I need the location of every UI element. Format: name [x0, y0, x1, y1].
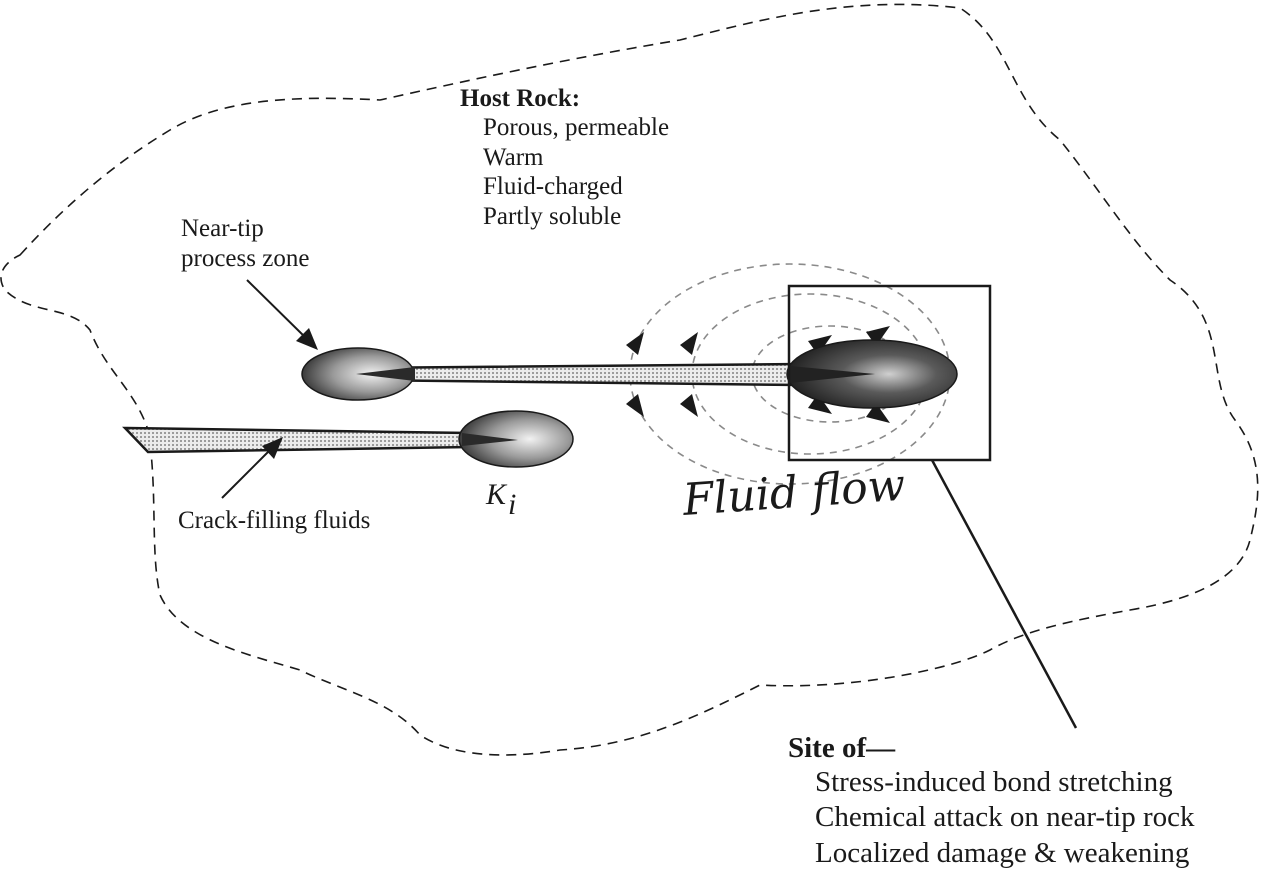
flow-arrowheads: [626, 326, 890, 423]
site-leader-line: [930, 459, 1078, 729]
host-rock-property: Fluid-charged: [483, 173, 623, 200]
lower-crack: [122, 426, 516, 454]
site-highlight-box: [787, 284, 992, 462]
active-crack-tip: [790, 366, 875, 383]
site-item: Localized damage & weakening: [815, 837, 1189, 869]
site-heading: Site of—: [788, 732, 896, 764]
site-item: Stress-induced bond stretching: [815, 766, 1173, 798]
host-rock-boundary: [0, 3, 1259, 756]
fluid-flow-label: Fluid flow: [680, 460, 907, 526]
process-zone-label-line1: Near-tip: [181, 215, 264, 242]
k-subscript: i: [508, 488, 516, 521]
crack-fluids-label: Crack-filling fluids: [178, 507, 370, 534]
process-zone-label-line2: process zone: [181, 245, 309, 272]
host-rock-property: Warm: [483, 144, 544, 171]
lower-process-zone: [458, 410, 574, 468]
lower-crack-tip: [462, 433, 518, 446]
host-rock-property: Partly soluble: [483, 203, 621, 230]
stress-intensity-symbol: Ki: [485, 478, 516, 521]
host-rock-property: Porous, permeable: [483, 114, 669, 141]
crack-fluids-arrow: [221, 437, 283, 499]
upper-left-crack-tip: [356, 367, 415, 381]
site-item: Chemical attack on near-tip rock: [815, 801, 1195, 833]
k-symbol: K: [485, 478, 508, 511]
process-zone-arrow: [246, 279, 318, 350]
host-rock-heading: Host Rock:: [460, 85, 580, 112]
